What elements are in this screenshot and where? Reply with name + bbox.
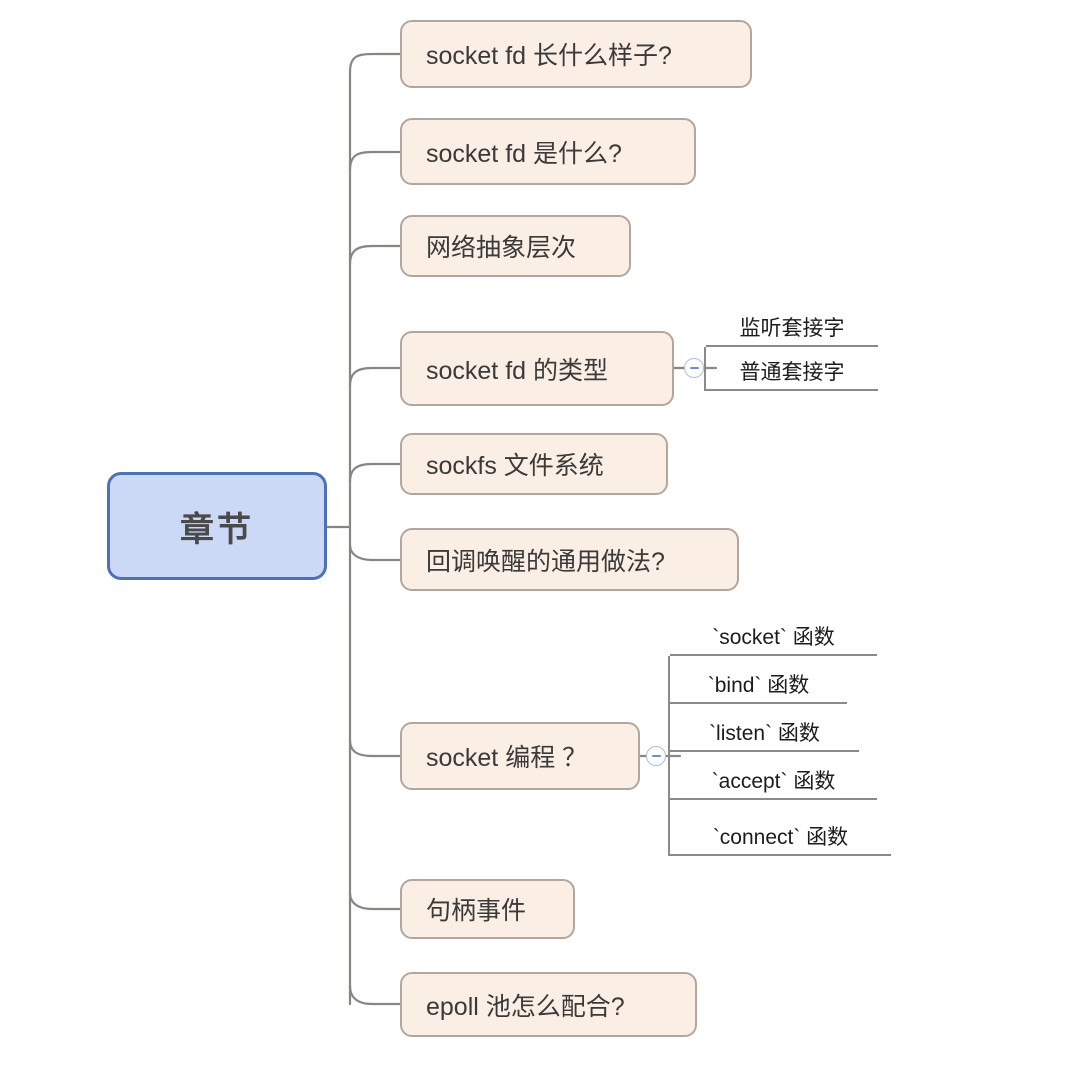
connector-branch-5	[348, 462, 402, 484]
root-node[interactable]: 章节	[107, 472, 327, 580]
leaf-item-connect-function[interactable]: `connect` 函数	[670, 800, 891, 856]
minus-icon	[689, 367, 699, 369]
topic-node-socket-fd-what[interactable]: socket fd 是什么?	[400, 118, 696, 185]
collapse-toggle-socket-fd-types[interactable]	[684, 358, 704, 378]
connector-branch-3	[348, 244, 402, 266]
topic-node-handle-events[interactable]: 句柄事件	[400, 879, 575, 939]
collapse-toggle-socket-programming[interactable]	[646, 746, 666, 766]
topic-node-epoll-pool[interactable]: epoll 池怎么配合?	[400, 972, 697, 1037]
leaf-item-socket-function[interactable]: `socket` 函数	[670, 618, 877, 656]
topic-node-socket-programming[interactable]: socket 编程 ？	[400, 722, 640, 790]
leaf-item-listening-socket[interactable]: 监听套接字	[706, 309, 878, 347]
topic-node-socket-fd-types[interactable]: socket fd 的类型	[400, 331, 674, 406]
connector-branch-7	[348, 738, 402, 758]
connector-branch-2	[348, 150, 402, 172]
topic-node-socket-fd-shape[interactable]: socket fd 长什么样子?	[400, 20, 752, 88]
leaf-spine-socket-programming	[668, 656, 670, 856]
leaf-item-accept-function[interactable]: `accept` 函数	[670, 752, 877, 800]
leaf-item-bind-function[interactable]: `bind` 函数	[670, 656, 847, 704]
connector-branch-6	[348, 543, 402, 562]
connector-branch-1	[348, 52, 402, 74]
connector-branch-4	[348, 366, 402, 388]
topic-node-callback-wakeup[interactable]: 回调唤醒的通用做法?	[400, 528, 739, 591]
connector-branch-9	[348, 984, 402, 1006]
connector-branch-8	[348, 891, 402, 911]
minus-icon	[651, 755, 661, 757]
topic-node-network-abstraction-layers[interactable]: 网络抽象层次	[400, 215, 631, 277]
topic-node-sockfs-filesystem[interactable]: sockfs 文件系统	[400, 433, 668, 495]
leaf-spine-socket-fd-types	[704, 347, 706, 391]
leaf-item-normal-socket[interactable]: 普通套接字	[706, 347, 878, 391]
leaf-item-listen-function[interactable]: `listen` 函数	[670, 704, 859, 752]
